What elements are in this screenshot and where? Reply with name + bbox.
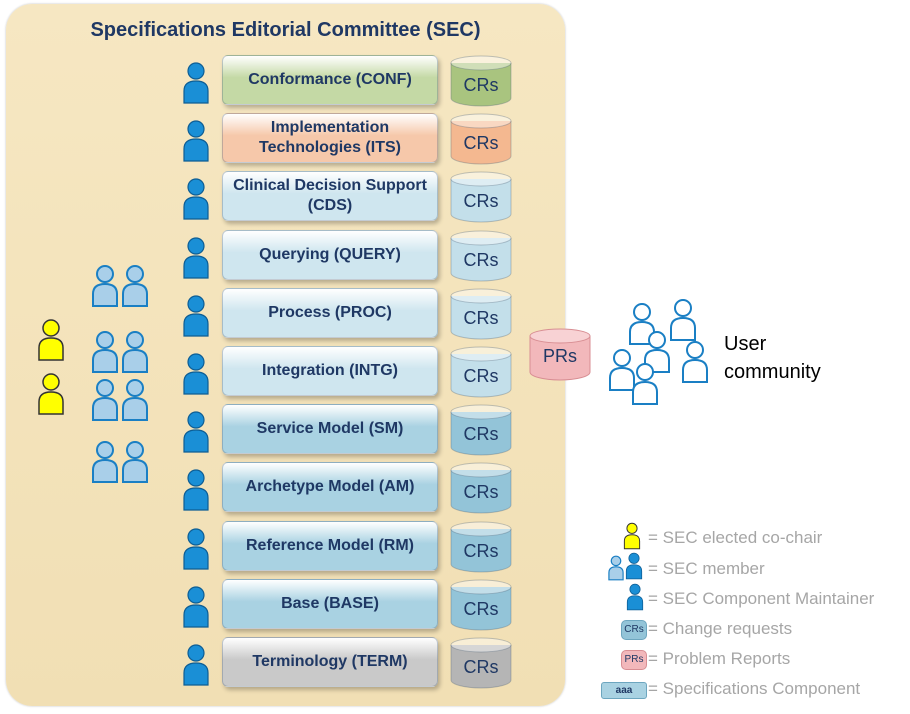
member-person-icon	[91, 264, 119, 308]
spec-component-box: Base (BASE)	[222, 579, 438, 629]
member-legend-icon	[607, 555, 625, 581]
change-requests-label: CRs	[463, 599, 499, 619]
spec-component-box: Clinical Decision Support (CDS)	[222, 171, 438, 221]
maintainer-legend-icon	[626, 582, 644, 612]
spec-component-box: Service Model (SM)	[222, 404, 438, 454]
co-chair-person-icon	[37, 372, 65, 416]
change-requests-label: CRs	[463, 191, 499, 211]
spec-component-box: Integration (INTG)	[222, 346, 438, 396]
maintainer-person-icon	[182, 643, 210, 687]
spec-component-box: Archetype Model (AM)	[222, 462, 438, 512]
change-requests-cylinder: CRs	[450, 171, 512, 223]
maintainer-person-icon	[182, 468, 210, 512]
spec-component-box: Querying (QUERY)	[222, 230, 438, 280]
member-person-icon	[121, 330, 149, 374]
legend-co-chair: = SEC elected co-chair	[648, 528, 823, 547]
maintainer-person-icon	[182, 585, 210, 629]
spec-component-box: Process (PROC)	[222, 288, 438, 338]
maintainer-person-icon	[182, 61, 210, 105]
change-requests-legend-icon: CRs	[621, 620, 647, 640]
legend-spec-component: = Specifications Component	[648, 679, 861, 698]
change-requests-label: CRs	[463, 250, 499, 270]
spec-component-box: Conformance (CONF)	[222, 55, 438, 105]
change-requests-cylinder: CRs	[450, 55, 512, 107]
spec-component-legend-icon: aaa	[601, 682, 647, 699]
change-requests-label: CRs	[463, 308, 499, 328]
problem-reports-cylinder	[529, 328, 591, 381]
user-person-icon	[631, 362, 659, 406]
change-requests-cylinder: CRs	[450, 230, 512, 282]
change-requests-cylinder: CRs	[450, 521, 512, 573]
spec-component-box: Reference Model (RM)	[222, 521, 438, 571]
member-legend-icon	[625, 551, 643, 581]
change-requests-label: CRs	[463, 657, 499, 677]
maintainer-person-icon	[182, 294, 210, 338]
legend-member: = SEC member	[648, 559, 765, 578]
change-requests-cylinder: CRs	[450, 462, 512, 514]
member-person-icon	[91, 378, 119, 422]
maintainer-person-icon	[182, 352, 210, 396]
change-requests-label: CRs	[463, 75, 499, 95]
member-person-icon	[121, 378, 149, 422]
user-person-icon	[681, 340, 709, 384]
change-requests-cylinder: CRs	[450, 113, 512, 165]
user-person-icon	[669, 298, 697, 342]
change-requests-cylinder: CRs	[450, 637, 512, 689]
co-chair-person-icon	[37, 318, 65, 362]
change-requests-cylinder: CRs	[450, 579, 512, 631]
change-requests-cylinder: CRs	[450, 288, 512, 340]
legend-change-requests: = Change requests	[648, 619, 793, 638]
member-person-icon	[121, 440, 149, 484]
member-person-icon	[91, 330, 119, 374]
problem-reports-label: PRs	[542, 346, 577, 366]
problem-reports-legend-icon: PRs	[621, 650, 647, 670]
maintainer-person-icon	[182, 119, 210, 163]
member-person-icon	[91, 440, 119, 484]
change-requests-label: CRs	[463, 541, 499, 561]
co-chair-legend-icon	[623, 522, 641, 550]
spec-component-box: Terminology (TERM)	[222, 637, 438, 687]
maintainer-person-icon	[182, 527, 210, 571]
maintainer-person-icon	[182, 236, 210, 280]
change-requests-label: CRs	[463, 482, 499, 502]
change-requests-cylinder: CRs	[450, 346, 512, 398]
maintainer-person-icon	[182, 177, 210, 221]
member-person-icon	[121, 264, 149, 308]
change-requests-label: CRs	[463, 133, 499, 153]
committee-title: Specifications Editorial Committee (SEC)	[90, 19, 481, 41]
change-requests-label: CRs	[463, 366, 499, 386]
change-requests-label: CRs	[463, 424, 499, 444]
spec-component-box: Implementation Technologies (ITS)	[222, 113, 438, 163]
maintainer-person-icon	[182, 410, 210, 454]
legend-problem-reports: = Problem Reports	[648, 649, 791, 668]
change-requests-cylinder: CRs	[450, 404, 512, 456]
user-community-label: User community	[724, 333, 821, 383]
legend-maintainer: = SEC Component Maintainer	[648, 589, 875, 608]
